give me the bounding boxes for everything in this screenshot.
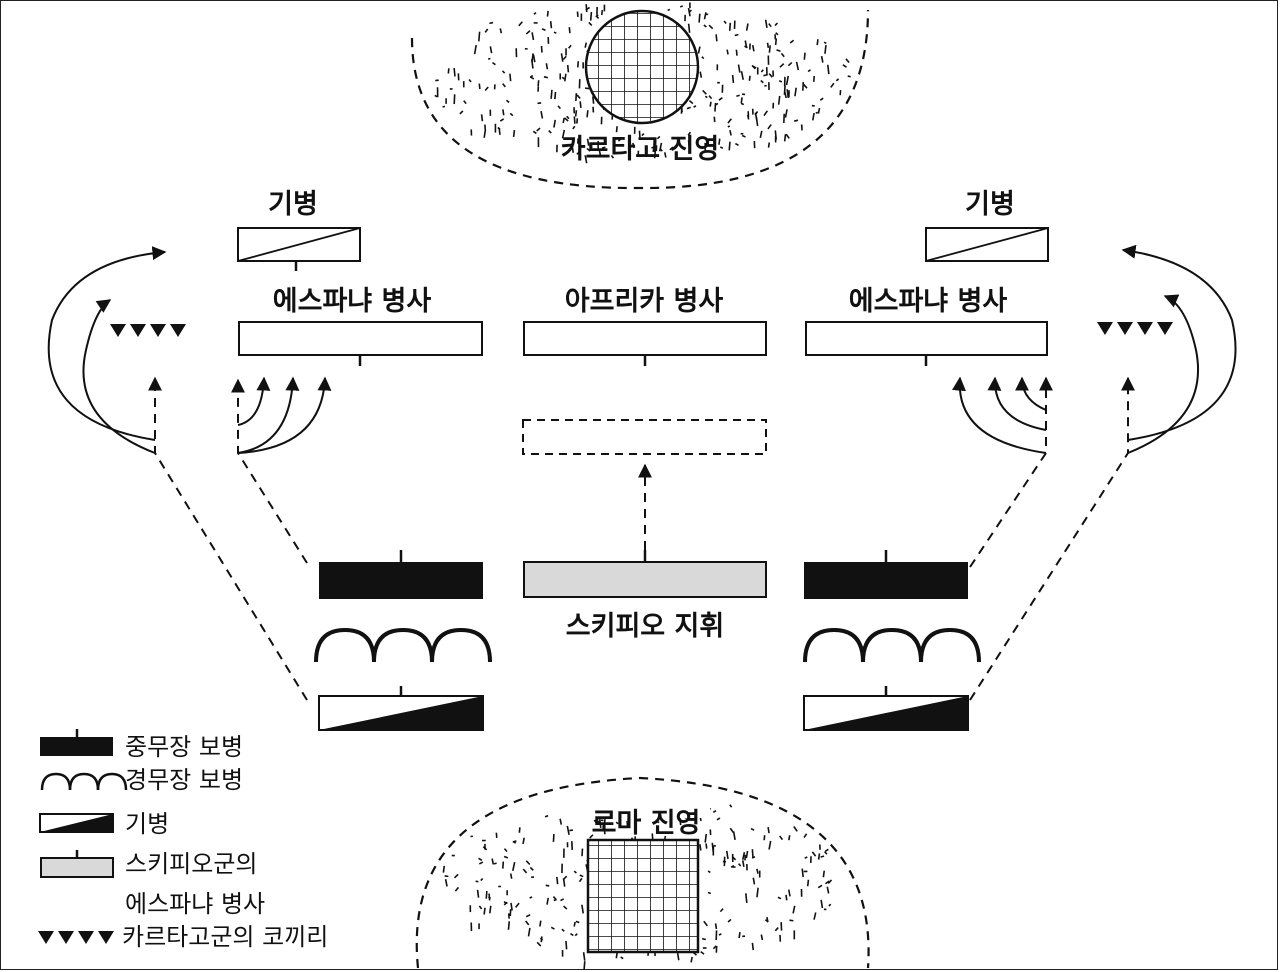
legend-scipio-army-1: 스키피오군의 xyxy=(125,850,257,878)
heavy-infantry-icon xyxy=(40,729,113,756)
legend-heavy-infantry: 중무장 보병 xyxy=(125,733,243,761)
roman-cavalry-left xyxy=(318,686,484,731)
heavy-infantry-right xyxy=(804,550,968,599)
spanish-left-unit: 에스파냐 병사 xyxy=(238,286,483,366)
rome-camp: 로마 진영 xyxy=(415,776,870,970)
african-unit: 아프리카 병사 xyxy=(523,286,767,366)
legend-elephants: 카르타고군의 코끼리 xyxy=(122,923,328,951)
spanish-right-label: 에스파냐 병사 xyxy=(849,286,1008,317)
cavalry-left-label: 기병 xyxy=(268,189,318,220)
light-infantry-icon xyxy=(40,772,128,791)
light-infantry-right xyxy=(803,627,981,663)
spanish-right-unit: 에스파냐 병사 xyxy=(805,286,1048,366)
grid-camp-icon xyxy=(584,9,700,125)
carthage-camp-label: 카르타고 진영 xyxy=(561,134,719,165)
scipio-target-position xyxy=(522,419,767,455)
roman-cavalry-right xyxy=(803,686,969,731)
spanish-left-label: 에스파냐 병사 xyxy=(273,286,432,317)
legend: 중무장 보병 경무장 보병 기병 스키피오군의 에스파냐 병사 카르타고군의 코… xyxy=(38,729,328,951)
african-label: 아프리카 병사 xyxy=(565,286,724,317)
movement-arrows xyxy=(47,244,1237,701)
elephants-left xyxy=(110,324,186,337)
carthage-camp: 카르타고 진영 xyxy=(410,2,870,190)
scipio-command-label: 스키피오 지휘 xyxy=(566,611,724,642)
cavalry-right-label: 기병 xyxy=(965,189,1015,220)
grid-camp-icon xyxy=(586,838,700,954)
legend-cavalry: 기병 xyxy=(125,810,169,838)
heavy-infantry-left xyxy=(319,550,483,599)
cavalry-left-unit: 기병 xyxy=(237,189,361,271)
elephant-icon xyxy=(38,931,114,944)
legend-light-infantry: 경무장 보병 xyxy=(125,766,243,794)
elephants-right xyxy=(1097,322,1173,335)
cavalry-icon xyxy=(39,813,114,833)
light-infantry-left xyxy=(314,627,492,663)
scipio-unit: 스키피오 지휘 xyxy=(523,550,767,642)
scipio-unit-icon xyxy=(40,850,114,878)
legend-scipio-army-2: 에스파냐 병사 xyxy=(125,890,265,918)
rome-camp-label: 로마 진영 xyxy=(592,808,701,839)
cavalry-right-unit: 기병 xyxy=(925,189,1049,262)
